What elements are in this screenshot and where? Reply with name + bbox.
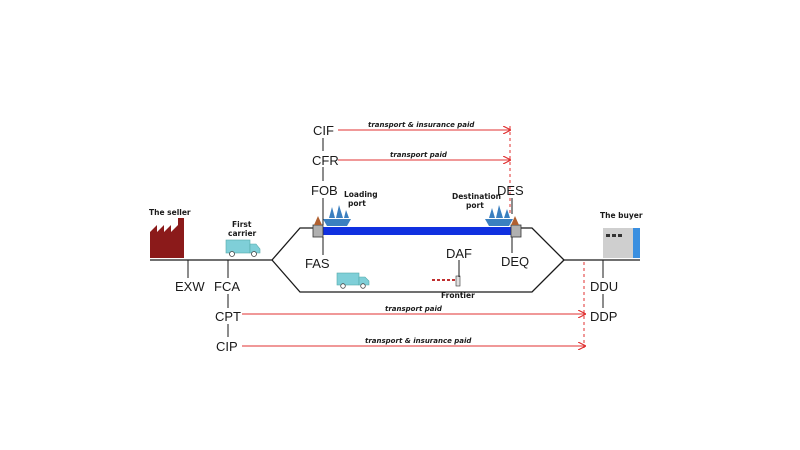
upper-route-left: [271, 227, 316, 261]
cif-arrow-label: transport & insurance paid: [368, 121, 475, 129]
route-lines: [150, 227, 640, 293]
lower-route: [271, 259, 565, 293]
destination-ship-icon: [485, 205, 513, 226]
cip-arrow-label: transport & insurance paid: [365, 337, 472, 345]
loading-port-label-line1: Loading: [344, 190, 378, 199]
first-carrier-label-line2: carrier: [228, 229, 257, 238]
buyer-building-icon: [603, 228, 640, 258]
frontier-label: Frontier: [441, 291, 475, 300]
buyer-label: The buyer: [600, 211, 643, 220]
term-cfr: CFR: [312, 153, 339, 168]
term-des: DES: [497, 183, 524, 198]
frontier-barrier-icon: [432, 275, 461, 287]
term-daf: DAF: [446, 246, 472, 261]
destination-dock: [510, 224, 522, 238]
first-carrier-truck-icon: [225, 239, 261, 257]
destination-port-label-line1: Destination: [452, 192, 501, 201]
cpt-arrow-label: transport paid: [385, 305, 443, 313]
seller-factory-icon: [150, 218, 184, 258]
term-cif: CIF: [313, 123, 334, 138]
term-cpt: CPT: [215, 309, 241, 324]
loading-dock: [312, 224, 324, 238]
sea-route: [320, 227, 516, 235]
term-cip: CIP: [216, 339, 238, 354]
loading-ship-icon: [323, 205, 351, 226]
cost-arrows: [242, 130, 585, 346]
term-deq: DEQ: [501, 254, 529, 269]
seller-label: The seller: [149, 208, 191, 217]
loading-port-label-line2: port: [348, 199, 366, 208]
upper-route-right: [518, 227, 565, 261]
destination-port-label-line2: port: [466, 201, 484, 210]
term-connectors: [187, 138, 604, 337]
delivery-dashed-lines: [509, 126, 585, 348]
term-fas: FAS: [305, 256, 330, 271]
term-ddu: DDU: [590, 279, 618, 294]
term-exw: EXW: [175, 279, 205, 294]
term-fca: FCA: [214, 279, 240, 294]
term-fob: FOB: [311, 183, 338, 198]
first-carrier-label-line1: First: [232, 220, 252, 229]
cfr-arrow-label: transport paid: [390, 151, 448, 159]
road-truck-icon: [336, 272, 370, 289]
loading-crane-icon: [314, 216, 322, 225]
destination-crane-icon: [511, 216, 519, 225]
term-ddp: DDP: [590, 309, 617, 324]
